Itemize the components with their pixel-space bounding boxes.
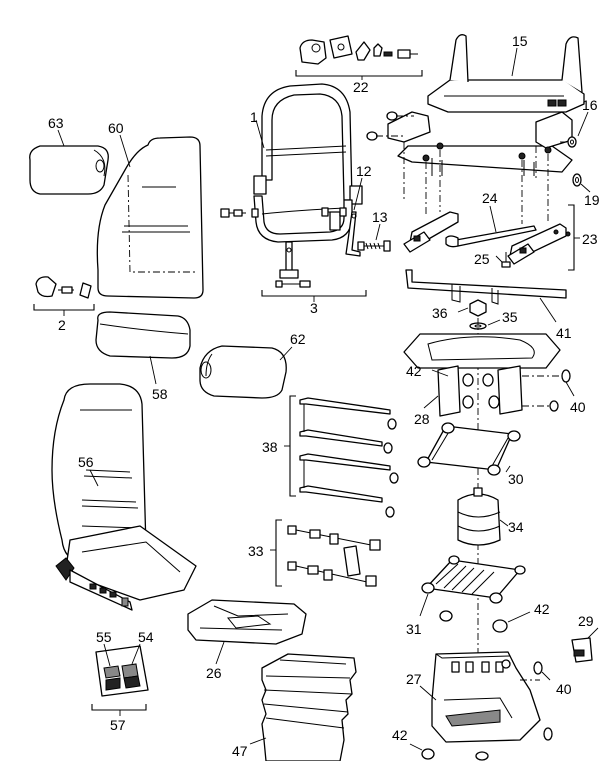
callout-47: 47	[232, 743, 248, 759]
callout-34: 34	[508, 519, 524, 535]
callout-35: 35	[502, 309, 518, 325]
tray-part-26	[187, 599, 307, 645]
callout-38: 38	[262, 439, 278, 455]
washer-part-40-lower	[533, 661, 553, 741]
callout-55: 55	[96, 629, 112, 645]
seat-pan-frame-part-15	[427, 34, 585, 113]
control-panel-part-57	[95, 645, 149, 697]
suspension-base-part-27	[431, 651, 541, 743]
washer-part-16	[567, 136, 577, 148]
callout-26: 26	[206, 665, 222, 681]
washer-part-35	[469, 322, 487, 330]
callout-12: 12	[356, 163, 372, 179]
callout-54: 54	[138, 629, 154, 645]
armrest-part-63	[29, 145, 109, 195]
lower-scissor-part-31	[421, 555, 526, 604]
callout-23: 23	[582, 231, 598, 247]
callout-41: 41	[556, 325, 572, 341]
washer-part-19	[572, 173, 582, 187]
callout-60: 60	[108, 120, 124, 136]
bellows-part-47	[261, 653, 357, 761]
slide-rails-part-23	[403, 211, 571, 265]
air-spring-part-34	[457, 487, 501, 546]
callout-24: 24	[482, 190, 498, 206]
callout-40-b: 40	[556, 681, 572, 697]
callout-15: 15	[512, 33, 528, 49]
callout-56: 56	[78, 454, 94, 470]
callout-19: 19	[584, 192, 600, 208]
backrest-frame-part-1	[253, 83, 363, 243]
callout-2: 2	[58, 317, 66, 333]
link-assembly-part-3	[275, 241, 311, 288]
release-bar-part-24	[445, 225, 537, 248]
suspension-top-part-28	[403, 333, 562, 417]
nut-part-36	[469, 299, 487, 317]
rods-part-38	[299, 397, 399, 518]
callout-3: 3	[310, 300, 318, 316]
scissor-link-part-30	[417, 422, 521, 476]
washers-part-42-middle	[439, 610, 508, 633]
seat-assembly-part-56	[51, 383, 197, 611]
callout-40-a: 40	[570, 399, 586, 415]
callout-16: 16	[582, 97, 598, 113]
dampers-part-33	[287, 525, 381, 587]
knob-assembly-part-2	[35, 276, 92, 299]
lever-part-12	[345, 211, 361, 257]
callout-30: 30	[508, 471, 524, 487]
bolt-part-13	[357, 240, 391, 252]
callout-42-b: 42	[534, 601, 550, 617]
backrest-cushion-part-60	[96, 136, 204, 299]
bolt-left-of-frame	[220, 208, 259, 218]
callout-33: 33	[248, 543, 264, 559]
callout-58: 58	[152, 386, 168, 402]
seat-cushion-part-58	[95, 311, 191, 359]
seat-plate-assembly	[387, 111, 573, 176]
hardware-set-part-22	[299, 35, 418, 65]
bolt-right-of-frame	[321, 207, 347, 217]
callout-63: 63	[48, 115, 64, 131]
callout-42-a: 42	[406, 363, 422, 379]
mounting-plate-part-41	[405, 269, 567, 305]
callout-31: 31	[406, 621, 422, 637]
clip-part-29	[571, 637, 593, 663]
callout-22: 22	[353, 79, 369, 95]
callout-13: 13	[372, 209, 388, 225]
callout-25: 25	[474, 251, 490, 267]
callout-62: 62	[290, 331, 306, 347]
armrest-part-62	[199, 345, 287, 399]
callout-27: 27	[406, 671, 422, 687]
washers-part-42-bottom	[421, 748, 489, 761]
callout-42-c: 42	[392, 727, 408, 743]
callout-29: 29	[578, 613, 594, 629]
callout-28: 28	[414, 411, 430, 427]
screw-part-25	[501, 252, 511, 268]
callout-57: 57	[110, 717, 126, 733]
callout-1: 1	[250, 109, 258, 125]
washer-part-40-upper	[549, 369, 571, 412]
callout-36: 36	[432, 305, 448, 321]
